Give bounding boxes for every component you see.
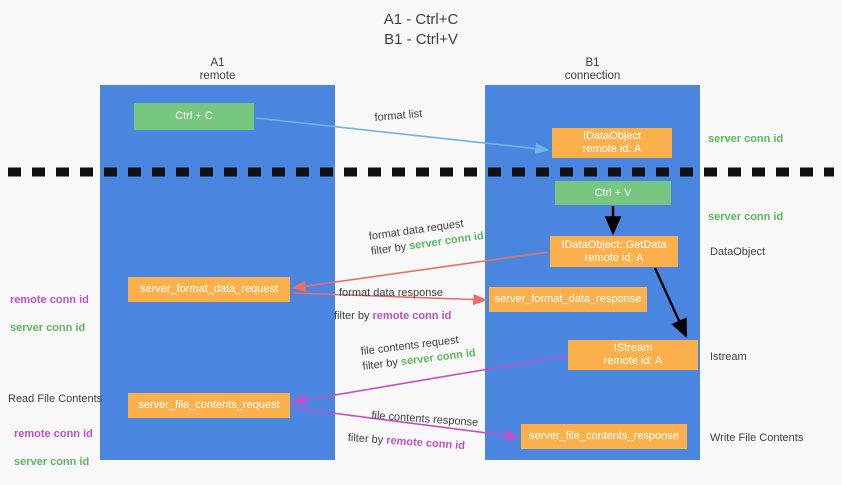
- node-ctrl-c-label: Ctrl + C: [175, 110, 213, 122]
- annotation-server-conn-id: server conn id: [10, 322, 86, 334]
- filter-key-remote-conn-id: remote conn id: [372, 310, 452, 322]
- node-server-file-contents-response[interactable]: server_file_contents_response: [521, 424, 687, 449]
- node-idataobject-getdata-label: IDataObject::GetData remote id: A: [561, 238, 667, 264]
- node-ctrl-v-label: Ctrl + V: [594, 186, 632, 199]
- edge-label-file-contents-request: file contents request filter by server c…: [360, 331, 477, 375]
- filter-prefix: filter by: [347, 431, 387, 447]
- filter-key-remote-conn-id: remote conn id: [385, 434, 466, 453]
- edge-label-format-data-response: format data response filter by remote co…: [334, 286, 451, 324]
- node-ctrl-v[interactable]: Ctrl + V: [555, 181, 671, 205]
- edge-label-format-data-response-line1: format data response: [339, 287, 443, 299]
- filter-prefix: filter by: [334, 310, 373, 322]
- edge-label-format-data-response-filter: filter by remote conn id: [334, 309, 451, 324]
- annotation-left-conn-ids-2: remote conn id server conn id: [14, 413, 93, 483]
- node-idataobject[interactable]: IDataObject remote id: A: [552, 128, 672, 158]
- lane-header-a1: A1 remote: [199, 57, 236, 82]
- node-idataobject-getdata[interactable]: IDataObject::GetData remote id: A: [550, 236, 678, 267]
- annotation-read-file-contents: Read File Contents: [8, 393, 103, 405]
- annotation-dataobject: DataObject: [710, 246, 766, 258]
- filter-prefix: filter by: [370, 240, 411, 258]
- edge-label-file-contents-response-line1: file contents response: [371, 409, 479, 429]
- lane-header-b1: B1 connection: [564, 57, 621, 82]
- node-server-format-data-request[interactable]: server_format_data_request: [128, 277, 290, 302]
- node-istream[interactable]: IStream remote id: A: [568, 340, 698, 370]
- node-ctrl-c[interactable]: Ctrl + C: [134, 103, 254, 130]
- annotation-server-conn-id-top: server conn id: [708, 133, 784, 145]
- node-idataobject-label: IDataObject remote id: A: [582, 130, 642, 155]
- annotation-remote-conn-id: remote conn id: [10, 294, 89, 306]
- filter-prefix: filter by: [361, 356, 402, 373]
- node-server-format-data-request-label: server_format_data_request: [139, 283, 279, 295]
- node-server-format-data-response[interactable]: server_format_data_response: [489, 287, 647, 312]
- annotation-server-conn-id-mid: server conn id: [708, 211, 784, 223]
- page-title: A1 - Ctrl+C B1 - Ctrl+V: [383, 11, 459, 48]
- annotation-istream: Istream: [710, 351, 747, 363]
- node-istream-label: IStream remote id: A: [603, 342, 663, 367]
- annotation-write-file-contents: Write File Contents: [710, 432, 804, 444]
- edge-label-format-list: format list: [374, 107, 423, 124]
- node-server-file-contents-response-label: server_file_contents_response: [529, 430, 679, 442]
- edge-label-format-data-request: format data request filter by server con…: [368, 214, 485, 260]
- node-server-file-contents-request-label: server_file_contents_request: [138, 399, 280, 411]
- node-server-file-contents-request[interactable]: server_file_contents_request: [128, 393, 290, 418]
- annotation-remote-conn-id-2: remote conn id: [14, 428, 93, 440]
- edge-label-file-contents-response: file contents response filter by remote …: [347, 407, 478, 455]
- node-server-format-data-response-label: server_format_data_response: [494, 293, 642, 305]
- annotation-left-conn-ids: remote conn id server conn id: [10, 279, 89, 349]
- annotation-server-conn-id-2: server conn id: [14, 456, 90, 468]
- edge-label-file-contents-response-filter: filter by remote conn id: [347, 431, 477, 455]
